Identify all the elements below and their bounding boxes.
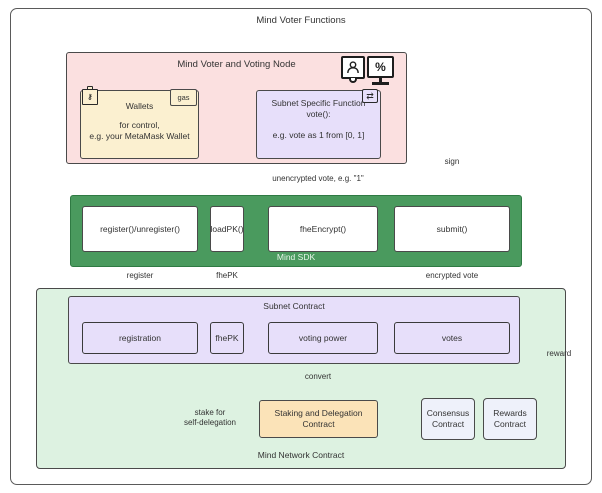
subnet-voting-power-box[interactable] [268,322,378,354]
user-actor-icon [341,56,365,79]
edge-label-convert: convert [304,372,332,381]
monitor-base-icon [372,82,389,85]
key-icon: ⚷ [82,89,98,105]
edge-label-reward: reward [546,349,572,358]
edge-label-register: register [126,271,154,280]
consensus-contract-box[interactable] [421,398,475,440]
staking-delegation-contract-box[interactable] [259,400,378,438]
mind-sdk-title: Mind SDK [276,252,316,263]
page-title: Mind Voter Functions [256,15,346,27]
swap-arrows-icon: ⇄ [362,89,378,103]
rewards-contract-box[interactable] [483,398,537,440]
subnet-contract-title: Subnet Contract [263,301,325,312]
edge-label-unencrypted-vote: unencrypted vote, e.g. "1" [272,174,364,183]
subnet-registration-box[interactable] [82,322,198,354]
subnet-fhepk-label: fhePK [215,332,239,343]
subnet-votes-label: votes [441,332,463,343]
subnet-voting-power-label: voting power [298,332,348,343]
actor-speech-tail-icon [349,78,357,83]
rewards-contract-label: Rewards Contract [493,408,527,429]
mind-voter-voting-node-title: Mind Voter and Voting Node [177,59,296,71]
edge-label-fhepk: fhePK [216,271,238,280]
sdk-fheencrypt-box[interactable] [268,206,378,252]
mind-network-contract-title: Mind Network Contract [257,450,345,461]
edge-label-sign: sign [444,157,460,166]
sdk-submit-label: submit() [436,223,468,234]
edge-label-stake-for-self-delegation: stake for self-delegation [183,408,237,427]
subnet-specific-function-example: e.g. vote as 1 from [0, 1] [272,129,365,140]
subnet-specific-function-title: Subnet Specific Function vote(): [271,98,366,119]
sdk-fheencrypt-label: fheEncrypt() [299,223,347,234]
sdk-register-unregister-box[interactable] [82,206,198,252]
sdk-loadpk-label: loadPK() [210,223,244,234]
subnet-fhepk-box[interactable] [210,322,244,354]
staking-delegation-contract-label: Staking and Delegation Contract [274,408,363,429]
consensus-contract-label: Consensus Contract [426,408,470,429]
sdk-submit-box[interactable] [394,206,510,252]
edge-label-encrypted-vote: encrypted vote [425,271,479,280]
subnet-votes-box[interactable] [394,322,510,354]
subnet-registration-label: registration [118,332,162,343]
sdk-register-unregister-label: register()/unregister() [100,223,180,234]
gas-badge: gas [170,89,197,106]
wallets-description: for control, e.g. your MetaMask Wallet [89,120,190,141]
subnet-specific-function-box[interactable] [256,90,381,159]
monitor-stand-icon [379,78,382,83]
sdk-loadpk-box[interactable] [210,206,244,252]
wallets-title: Wallets [125,101,154,112]
monitor-percent-icon: % [367,56,394,78]
